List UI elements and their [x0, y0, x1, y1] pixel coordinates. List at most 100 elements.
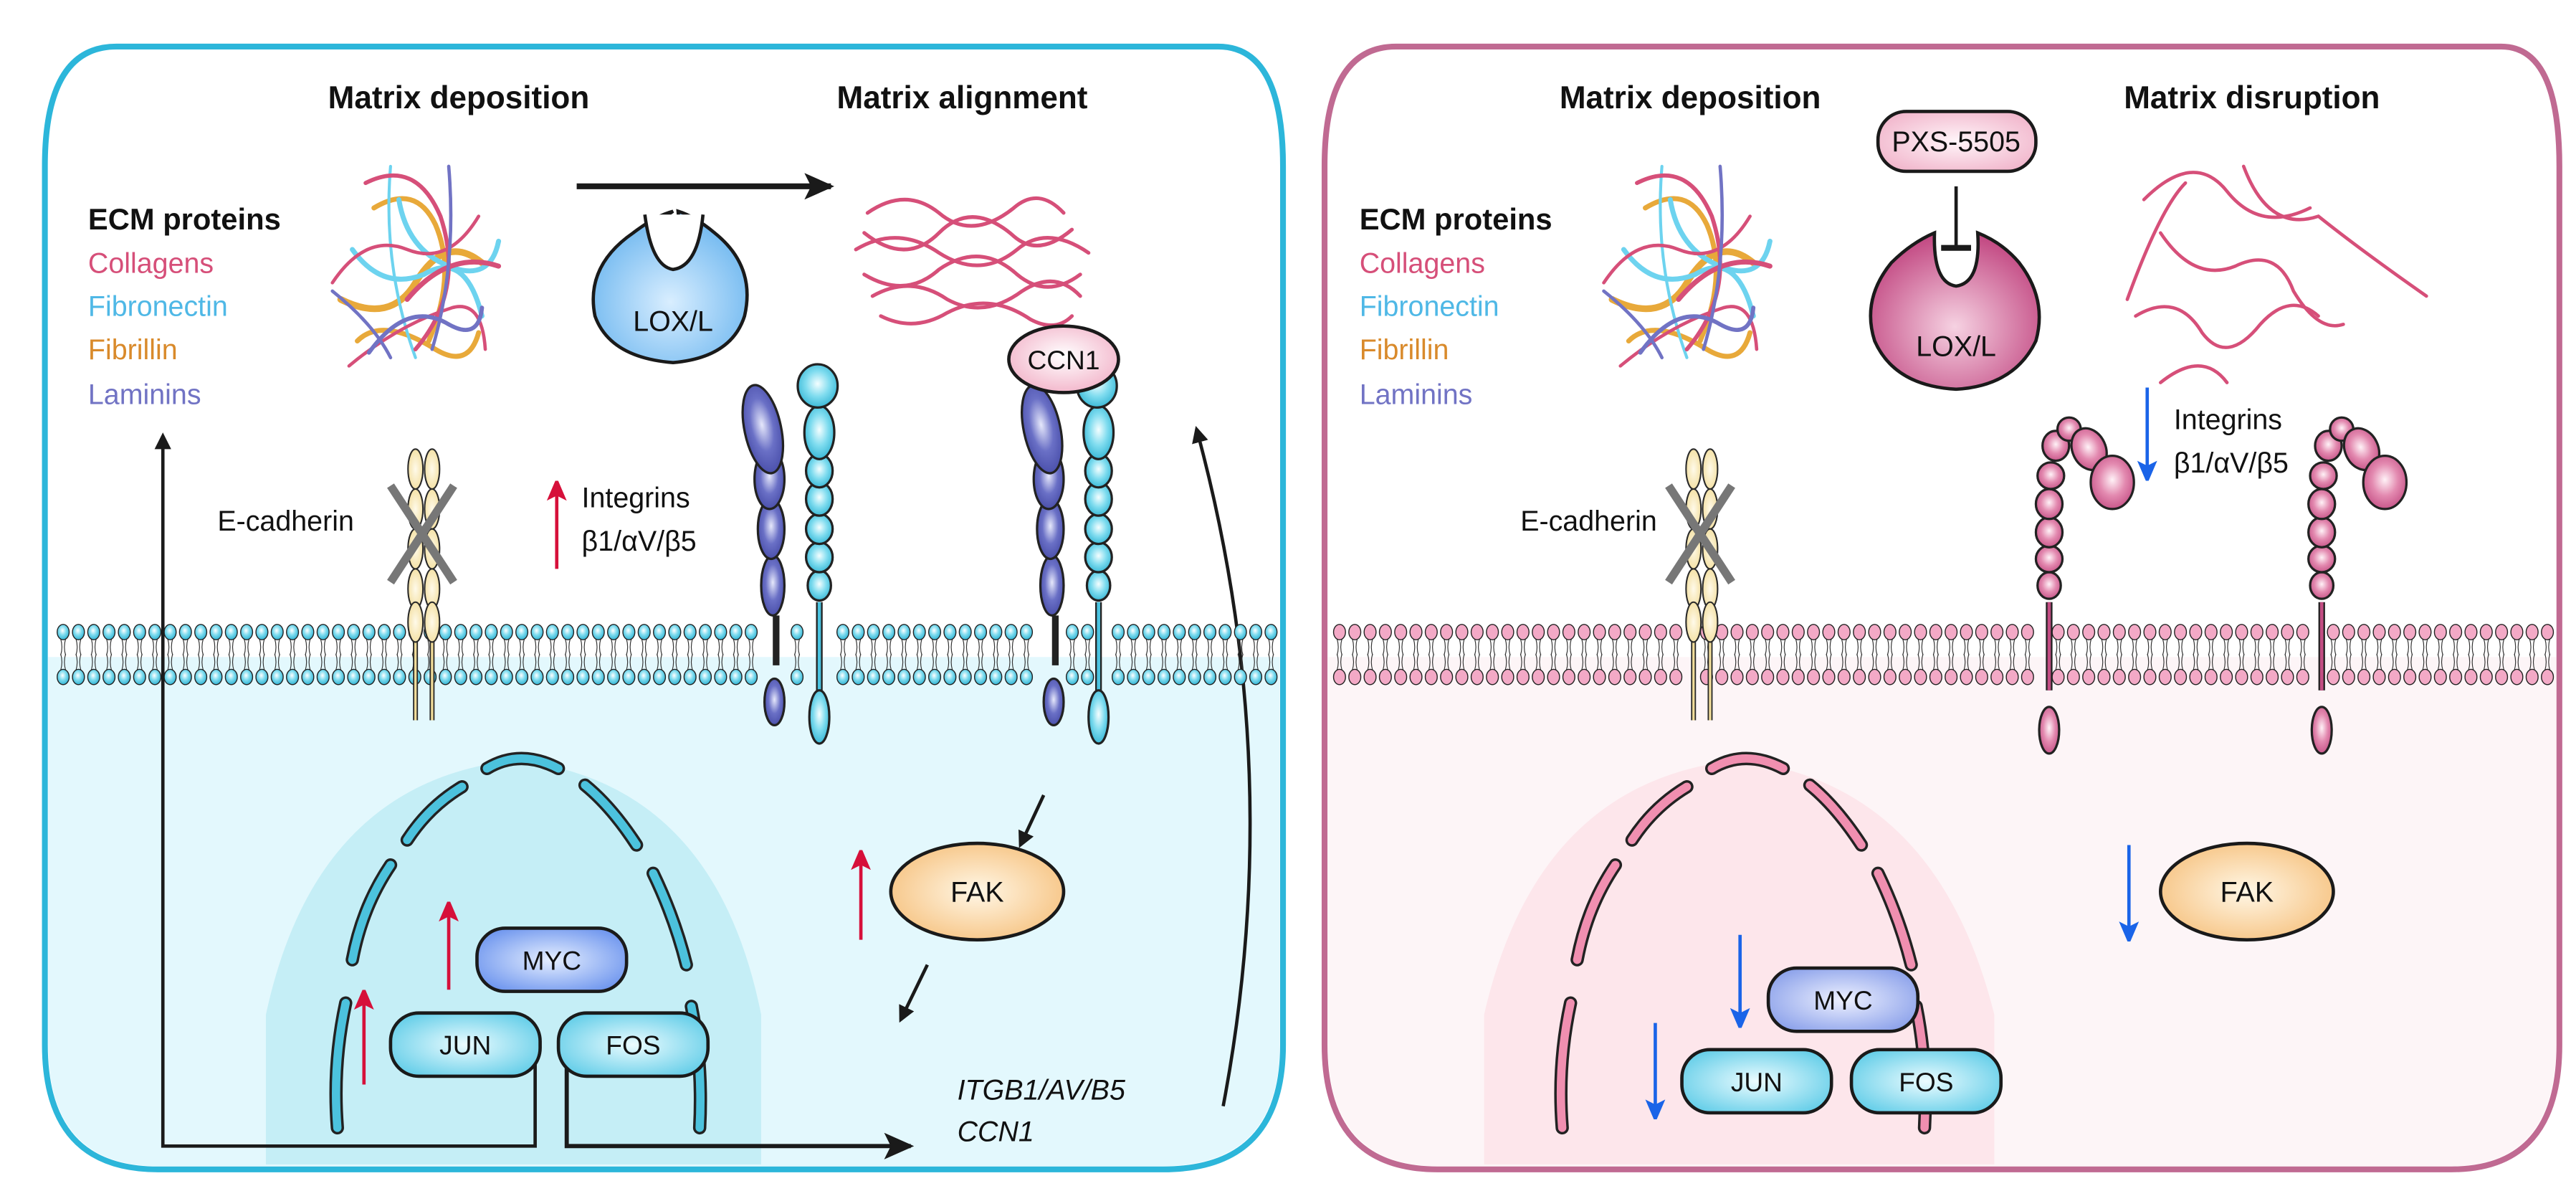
- lipid-tail: [2177, 638, 2184, 671]
- lipid-head: [270, 668, 284, 685]
- lipid-tail: [993, 638, 999, 671]
- left-fos-label: FOS: [606, 1030, 660, 1061]
- lipid-head: [2005, 668, 2019, 685]
- lipid-tail: [1673, 638, 1679, 671]
- inhibition-bar-icon: [1941, 186, 1971, 251]
- lipid-head: [576, 668, 590, 685]
- lipid-tail: [2024, 638, 2031, 671]
- envelope-segment-fill: [581, 781, 641, 850]
- fak-to-nucleus-arrow: [899, 964, 929, 1023]
- lipid-head: [2097, 624, 2111, 640]
- lipid-head: [87, 624, 100, 640]
- lipid-head: [118, 624, 131, 640]
- lipid-head: [2525, 668, 2539, 685]
- lipid-head: [1547, 624, 1560, 640]
- ecadherin-domain: [407, 601, 424, 643]
- lipid-head: [2449, 624, 2463, 640]
- lipid-tail: [717, 638, 724, 671]
- lipid-tail: [794, 638, 801, 671]
- lipid-head: [1188, 624, 1201, 640]
- lipid-head: [745, 668, 758, 685]
- envelope-segment-fill: [482, 754, 563, 773]
- left-cell-membrane: [57, 624, 1278, 685]
- lipid-head: [2342, 668, 2355, 685]
- beta-domain: [804, 513, 834, 546]
- lipid-tail: [473, 638, 480, 671]
- lipid-head: [637, 624, 651, 640]
- lipid-tail: [1902, 638, 1909, 671]
- lipid-head: [1578, 624, 1591, 640]
- lipid-head: [851, 668, 865, 685]
- envelope-segment-fill: [1874, 869, 1916, 969]
- lipid-head: [1516, 668, 1530, 685]
- lipid-head: [1807, 668, 1821, 685]
- lipid-head: [2220, 624, 2233, 640]
- lipid-head: [2235, 624, 2248, 640]
- lipid-head: [163, 624, 177, 640]
- lipid-head: [1348, 668, 1362, 685]
- lipid-head: [882, 624, 896, 640]
- lipid-tail: [595, 638, 601, 671]
- left-myc: MYC: [475, 926, 629, 993]
- lipid-head: [668, 624, 682, 640]
- lipid-tail: [1811, 638, 1817, 671]
- lipid-head: [2021, 624, 2034, 640]
- lipid-tail: [213, 638, 219, 671]
- lipid-head: [1424, 624, 1438, 640]
- lipid-head: [240, 668, 254, 685]
- right-fak: FAK: [2159, 841, 2335, 941]
- lipid-head: [1837, 668, 1851, 685]
- lipid-head: [2525, 624, 2539, 640]
- lipid-tail: [1550, 638, 1557, 671]
- lipid-tail: [916, 638, 922, 671]
- lipid-head: [699, 668, 712, 685]
- lipid-tail: [901, 638, 907, 671]
- envelope-segment-fill: [332, 999, 350, 1132]
- lipid-tail: [1856, 638, 1863, 671]
- integrin-domain: [2036, 571, 2062, 600]
- ecadherin-domain: [1685, 448, 1702, 490]
- lipid-head: [2327, 624, 2340, 640]
- lipid-head: [1975, 624, 1988, 640]
- lipid-head: [2066, 668, 2080, 685]
- lipid-head: [1004, 668, 1018, 685]
- right-integrins-label: Integrins: [2174, 404, 2282, 435]
- ecadherin-domain: [424, 601, 441, 643]
- lipid-tail: [1719, 638, 1725, 671]
- lipid-tail: [1917, 638, 1924, 671]
- lipid-head: [224, 624, 238, 640]
- lipid-tail: [2132, 638, 2138, 671]
- lipid-head: [1730, 668, 1744, 685]
- left-ecm-laminins: Laminins: [88, 379, 201, 411]
- lipid-tail: [259, 638, 265, 671]
- lipid-tail: [198, 638, 204, 671]
- right-ecm-collagens: Collagens: [1360, 247, 1485, 279]
- ecadherin-domain: [1702, 601, 1719, 643]
- lipid-head: [1945, 668, 1958, 685]
- lipid-head: [2174, 624, 2188, 640]
- lipid-head: [1249, 624, 1263, 640]
- lipid-head: [1929, 668, 1942, 685]
- lipid-head: [1363, 668, 1377, 685]
- lipid-head: [1440, 624, 1454, 640]
- lipid-head: [1929, 624, 1942, 640]
- lipid-tail: [1826, 638, 1832, 671]
- lipid-tail: [1160, 638, 1168, 671]
- right-bent-integrin-1: [2034, 416, 2135, 755]
- lipid-tail: [2544, 638, 2551, 671]
- left-transcription-arrow: [564, 1064, 915, 1159]
- lipid-head: [393, 624, 406, 640]
- lipid-head: [729, 668, 743, 685]
- lipid-tail: [2453, 638, 2459, 671]
- lipid-tail: [167, 638, 173, 671]
- lipid-head: [2204, 668, 2218, 685]
- lipid-head: [2204, 624, 2218, 640]
- lipid-head: [1761, 624, 1775, 640]
- envelope-segment-fill: [348, 860, 395, 964]
- lipid-head: [1990, 668, 2004, 685]
- lipid-head: [591, 624, 605, 640]
- lipid-head: [2174, 668, 2188, 685]
- lipid-head: [1960, 668, 1973, 685]
- lipid-tail: [1489, 638, 1496, 671]
